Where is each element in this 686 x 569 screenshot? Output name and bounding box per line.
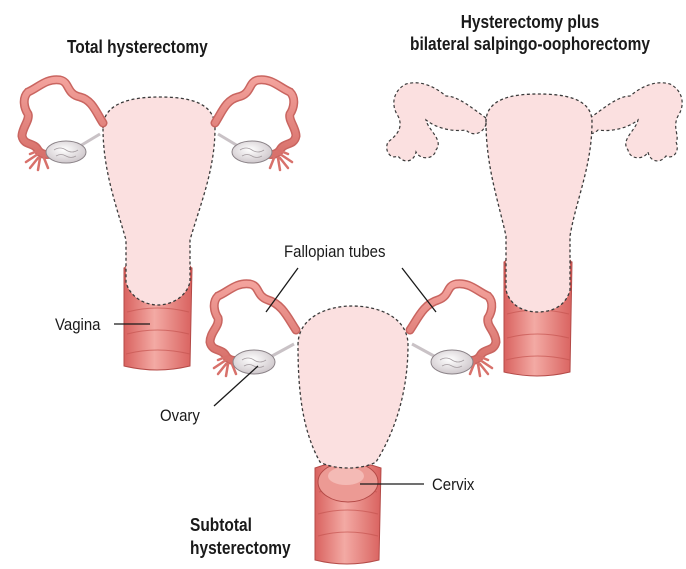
cervix-and-vagina xyxy=(315,462,381,564)
subtotal-title-line2: hysterectomy xyxy=(190,538,291,558)
removed-uterus-outline xyxy=(486,94,592,312)
bso-hysterectomy-figure xyxy=(387,83,682,376)
bso-title-line1: Hysterectomy plus xyxy=(401,12,659,32)
ovary-label: Ovary xyxy=(160,406,200,425)
left-ovary xyxy=(233,344,294,374)
fallopian-tubes-leader-right xyxy=(402,268,436,312)
total-hysterectomy-title: Total hysterectomy xyxy=(67,37,208,57)
cervix-label: Cervix xyxy=(432,475,474,494)
subtotal-title-line1: Subtotal xyxy=(190,515,252,535)
right-ovary xyxy=(412,344,473,374)
bso-title-line2: bilateral salpingo-oophorectomy xyxy=(401,34,659,54)
removed-uterus-outline xyxy=(103,97,215,305)
removed-uterus-outline xyxy=(298,306,408,468)
fallopian-tubes-label: Fallopian tubes xyxy=(284,242,385,261)
left-ovary xyxy=(46,134,100,163)
right-ovary xyxy=(218,134,272,163)
subtotal-hysterectomy-figure xyxy=(210,284,496,564)
vagina-label: Vagina xyxy=(55,315,100,334)
